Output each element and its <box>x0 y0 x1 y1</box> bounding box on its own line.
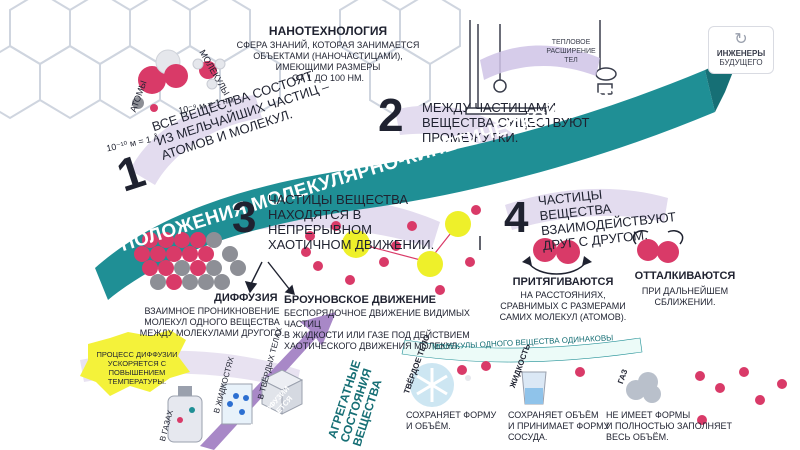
lab-apparatus-icon <box>465 20 617 115</box>
hex-lattice <box>0 0 461 120</box>
attract-line: НА РАССТОЯНИЯХ, <box>520 290 606 300</box>
liquid-line: СОХРАНЯЕТ ОБЪЁМ <box>508 410 599 420</box>
diffusion-text: ВЗАИМНОЕ ПРОНИКНОВЕНИЕ МОЛЕКУЛ ОДНОГО ВЕ… <box>132 306 292 339</box>
circular-arrow-icon: ↻ <box>734 31 748 48</box>
attract-text: НА РАССТОЯНИЯХ, СРАВНИМЫХ С РАЗМЕРАМИ СА… <box>498 290 628 323</box>
thermal-line: ТЕПЛОВОЕ <box>551 39 591 46</box>
principle-3-text: ЧАСТИЦЫ ВЕЩЕСТВА НАХОДЯТСЯ В НЕПРЕРЫВНОМ… <box>268 192 468 252</box>
attract-line: СРАВНИМЫХ С РАЗМЕРАМИ <box>500 301 626 311</box>
gas-line: ВЕСЬ ОБЪЁМ. <box>606 432 669 442</box>
diffusion-speed-text: ПРОЦЕСС ДИФФУЗИИ УСКОРЯЕТСЯ С ПОВЫШЕНИЕМ… <box>82 350 192 386</box>
brownian-line: ХАОТИЧЕСКОГО ДВИЖЕНИЯ МОЛЕКУЛ. <box>284 341 460 351</box>
repel-title: ОТТАЛКИВАЮТСЯ <box>634 270 736 282</box>
diffusion-line: МОЛЕКУЛ ОДНОГО ВЕЩЕСТВА <box>144 317 280 327</box>
beaker-icon <box>221 383 253 425</box>
principle-line: НАХОДЯТСЯ В НЕПРЕРЫВНОМ <box>268 207 372 237</box>
nano-desc-line: ОТ 1 ДО 100 НМ. <box>291 73 365 83</box>
solid-line: И ОБЪЁМ. <box>406 421 451 431</box>
gas-line: И ПОЛНОСТЬЮ ЗАПОЛНЯЕТ <box>606 421 733 431</box>
principle-2-text: МЕЖДУ ЧАСТИЦАМИ ВЕЩЕСТВА СУЩЕСТВУЮТ ПРОМ… <box>422 100 592 145</box>
repel-text: ПРИ ДАЛЬНЕЙШЕМ СБЛИЖЕНИИ. <box>630 286 740 308</box>
thermal-highlight <box>480 45 600 80</box>
cube-icon <box>260 369 304 415</box>
nano-desc-line: СФЕРА ЗНАНИЙ, КОТОРАЯ ЗАНИМАЕТСЯ <box>236 40 420 50</box>
diffusion-speed-line: ТЕМПЕРАТУРЫ. <box>107 377 167 386</box>
pointer-arrows <box>244 236 481 295</box>
repel-line: ПРИ ДАЛЬНЕЙШЕМ <box>641 286 729 296</box>
glass-of-water-icon <box>521 371 547 405</box>
spray-bottle-icon <box>167 386 203 443</box>
steam-cloud-icon <box>626 372 661 403</box>
thermal-label: ТЕПЛОВОЕ РАСШИРЕНИЕ ТЕЛ <box>536 38 606 65</box>
principle-line: ХАОТИЧНОМ ДВИЖЕНИИ. <box>268 237 435 252</box>
lattice-gray-pink <box>134 232 246 290</box>
gas-text: НЕ ИМЕЕТ ФОРМЫ И ПОЛНОСТЬЮ ЗАПОЛНЯЕТ ВЕС… <box>606 410 732 443</box>
brownian-title: БРОУНОВСКОЕ ДВИЖЕНИЕ <box>284 294 437 306</box>
nano-desc-line: ОБЪЕКТАМИ (НАНОЧАСТИЦАМИ), <box>253 51 403 61</box>
starburst <box>80 330 190 396</box>
principle-2-number: 2 <box>378 89 404 141</box>
repel-line: СБЛИЖЕНИИ. <box>654 297 716 307</box>
thermal-line: ТЕЛ <box>564 57 578 64</box>
logo-line-2: БУДУЩЕГО <box>719 58 763 67</box>
solid-line: СОХРАНЯЕТ ФОРМУ <box>406 410 497 420</box>
atoms-sample <box>132 49 226 112</box>
solid-text: СОХРАНЯЕТ ФОРМУ И ОБЪЁМ. <box>406 410 496 432</box>
diffusion-title: ДИФФУЗИЯ <box>214 292 278 304</box>
attract-line: САМИХ МОЛЕКУЛ (АТОМОВ). <box>499 312 627 322</box>
logo-line-1: ИНЖЕНЕРЫ <box>716 49 766 58</box>
swoosh-1 <box>130 95 262 185</box>
logo-badge[interactable]: ↻ ИНЖЕНЕРЫ БУДУЩЕГО <box>708 26 774 74</box>
principle-3-number: 3 <box>232 193 257 242</box>
principle-line: ПРОМЕЖУТКИ. <box>422 130 519 145</box>
diffusion-line: ВЗАИМНОЕ ПРОНИКНОВЕНИЕ <box>144 306 280 316</box>
gas-molecules <box>457 361 787 425</box>
states-banner-stripe <box>401 337 643 363</box>
liquid-line: И ПРИНИМАЕТ ФОРМУ <box>508 421 610 431</box>
nano-description: СФЕРА ЗНАНИЙ, КОТОРАЯ ЗАНИМАЕТСЯ ОБЪЕКТА… <box>236 40 420 84</box>
brownian-line: БЕСПОРЯДОЧНОЕ ДВИЖЕНИЕ ВИДИМЫХ ЧАСТИЦ <box>284 308 470 329</box>
liquid-line: СОСУДА. <box>508 432 548 442</box>
interaction-scene <box>522 230 684 275</box>
brownian-text: БЕСПОРЯДОЧНОЕ ДВИЖЕНИЕ ВИДИМЫХ ЧАСТИЦ В … <box>284 308 504 352</box>
thermal-line: РАСШИРЕНИЕ <box>546 48 596 55</box>
principle-line: ВЕЩЕСТВА СУЩЕСТВУЮТ <box>422 115 590 130</box>
principle-line: ЧАСТИЦЫ ВЕЩЕСТВА <box>268 192 409 207</box>
diffusion-line: МЕЖДУ МОЛЕКУЛАМИ ДРУГОГО. <box>139 328 285 338</box>
diffusion-speed-line: ПРОЦЕСС ДИФФУЗИИ <box>96 350 178 359</box>
swoosh-4 <box>505 188 668 230</box>
diffusion-speed-line: УСКОРЯЕТСЯ С ПОВЫШЕНИЕМ <box>107 359 167 377</box>
attract-title: ПРИТЯГИВАЮТСЯ <box>512 276 614 288</box>
gas-line: НЕ ИМЕЕТ ФОРМЫ <box>606 410 691 420</box>
principle-line: МЕЖДУ ЧАСТИЦАМИ <box>422 100 557 115</box>
nano-heading: НАНОТЕХНОЛОГИЯ <box>268 24 388 38</box>
principle-4-number: 4 <box>504 193 529 242</box>
nano-desc-line: ИМЕЮЩИМИ РАЗМЕРЫ <box>275 62 381 72</box>
mkt-banner-band <box>95 70 715 300</box>
snowflake-icon <box>410 363 454 407</box>
liquid-text: СОХРАНЯЕТ ОБЪЁМ И ПРИНИМАЕТ ФОРМУ СОСУДА… <box>508 410 609 443</box>
brownian-scene <box>301 205 481 295</box>
brownian-line: В ЖИДКОСТИ ИЛИ ГАЗЕ ПОД ДЕЙСТВИЕМ <box>284 330 470 340</box>
